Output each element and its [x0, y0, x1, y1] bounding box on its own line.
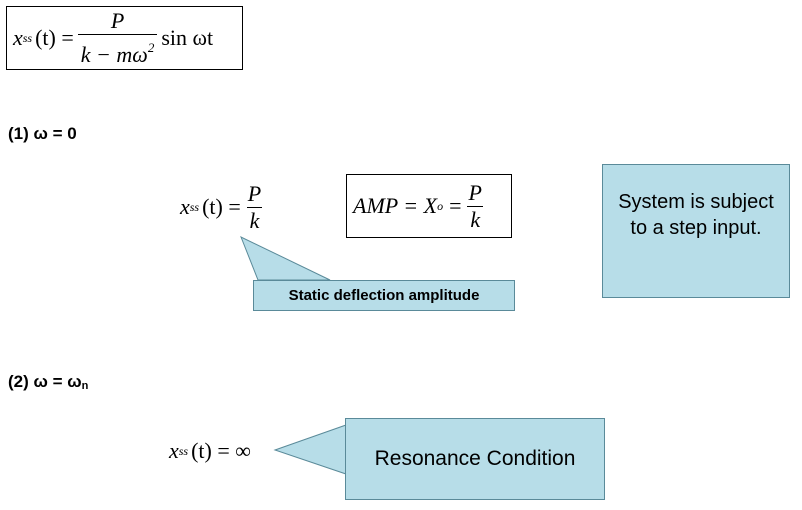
- amp-lhs-sub: o: [437, 198, 444, 213]
- formula-numerator: P: [110, 8, 125, 33]
- formula-trig: sin ωt: [161, 25, 214, 50]
- case2-lhs-sub: ss: [178, 443, 189, 458]
- static-deflection-callout: Static deflection amplitude: [253, 280, 515, 311]
- static-deflection-label: Static deflection amplitude: [288, 287, 480, 304]
- case2-heading: (2) ω = ωn: [8, 372, 88, 392]
- case1-lhs-var: x: [180, 194, 190, 219]
- case1-heading: (1) ω = 0: [8, 124, 77, 143]
- amp-fraction: P k: [466, 180, 485, 233]
- case1-fraction: P k: [245, 181, 264, 234]
- amp-lhs: AMP = X: [353, 193, 438, 218]
- formula-lhs-sub: ss: [22, 30, 33, 45]
- resonance-label: Resonance Condition: [374, 447, 576, 470]
- amp-numerator: P: [468, 179, 482, 205]
- amp-eq: =: [449, 193, 462, 218]
- formula-fraction: P k − mω2: [77, 8, 158, 68]
- resonance-callout: Resonance Condition: [345, 418, 605, 500]
- case1-lhs-sub: ss: [189, 199, 200, 214]
- static-callout-pointer: [240, 235, 331, 281]
- step-input-note: System is subject to a step input.: [602, 164, 790, 298]
- case2-heading-text: (2) ω = ω: [8, 372, 82, 391]
- formula-den-exp: 2: [147, 40, 155, 55]
- step-input-text: System is subject to a step input.: [618, 191, 774, 239]
- case2-lhs-arg: (t) = ∞: [191, 438, 251, 463]
- case1-denominator: k: [246, 206, 263, 234]
- formula-den-k: k − m: [80, 42, 133, 67]
- resonance-callout-pointer: [273, 424, 347, 475]
- case1-numerator: P: [247, 180, 262, 206]
- case1-lhs-arg: (t) =: [202, 194, 241, 219]
- formula-denominator: k − mω2: [77, 34, 158, 68]
- formula-lhs-var: x: [13, 25, 23, 50]
- formula-lhs-arg: (t) =: [35, 25, 74, 50]
- amp-denominator: k: [467, 205, 484, 233]
- case2-heading-sub: n: [81, 380, 89, 392]
- formula-den-omega: ω: [132, 42, 148, 67]
- case2-lhs-var: x: [169, 438, 179, 463]
